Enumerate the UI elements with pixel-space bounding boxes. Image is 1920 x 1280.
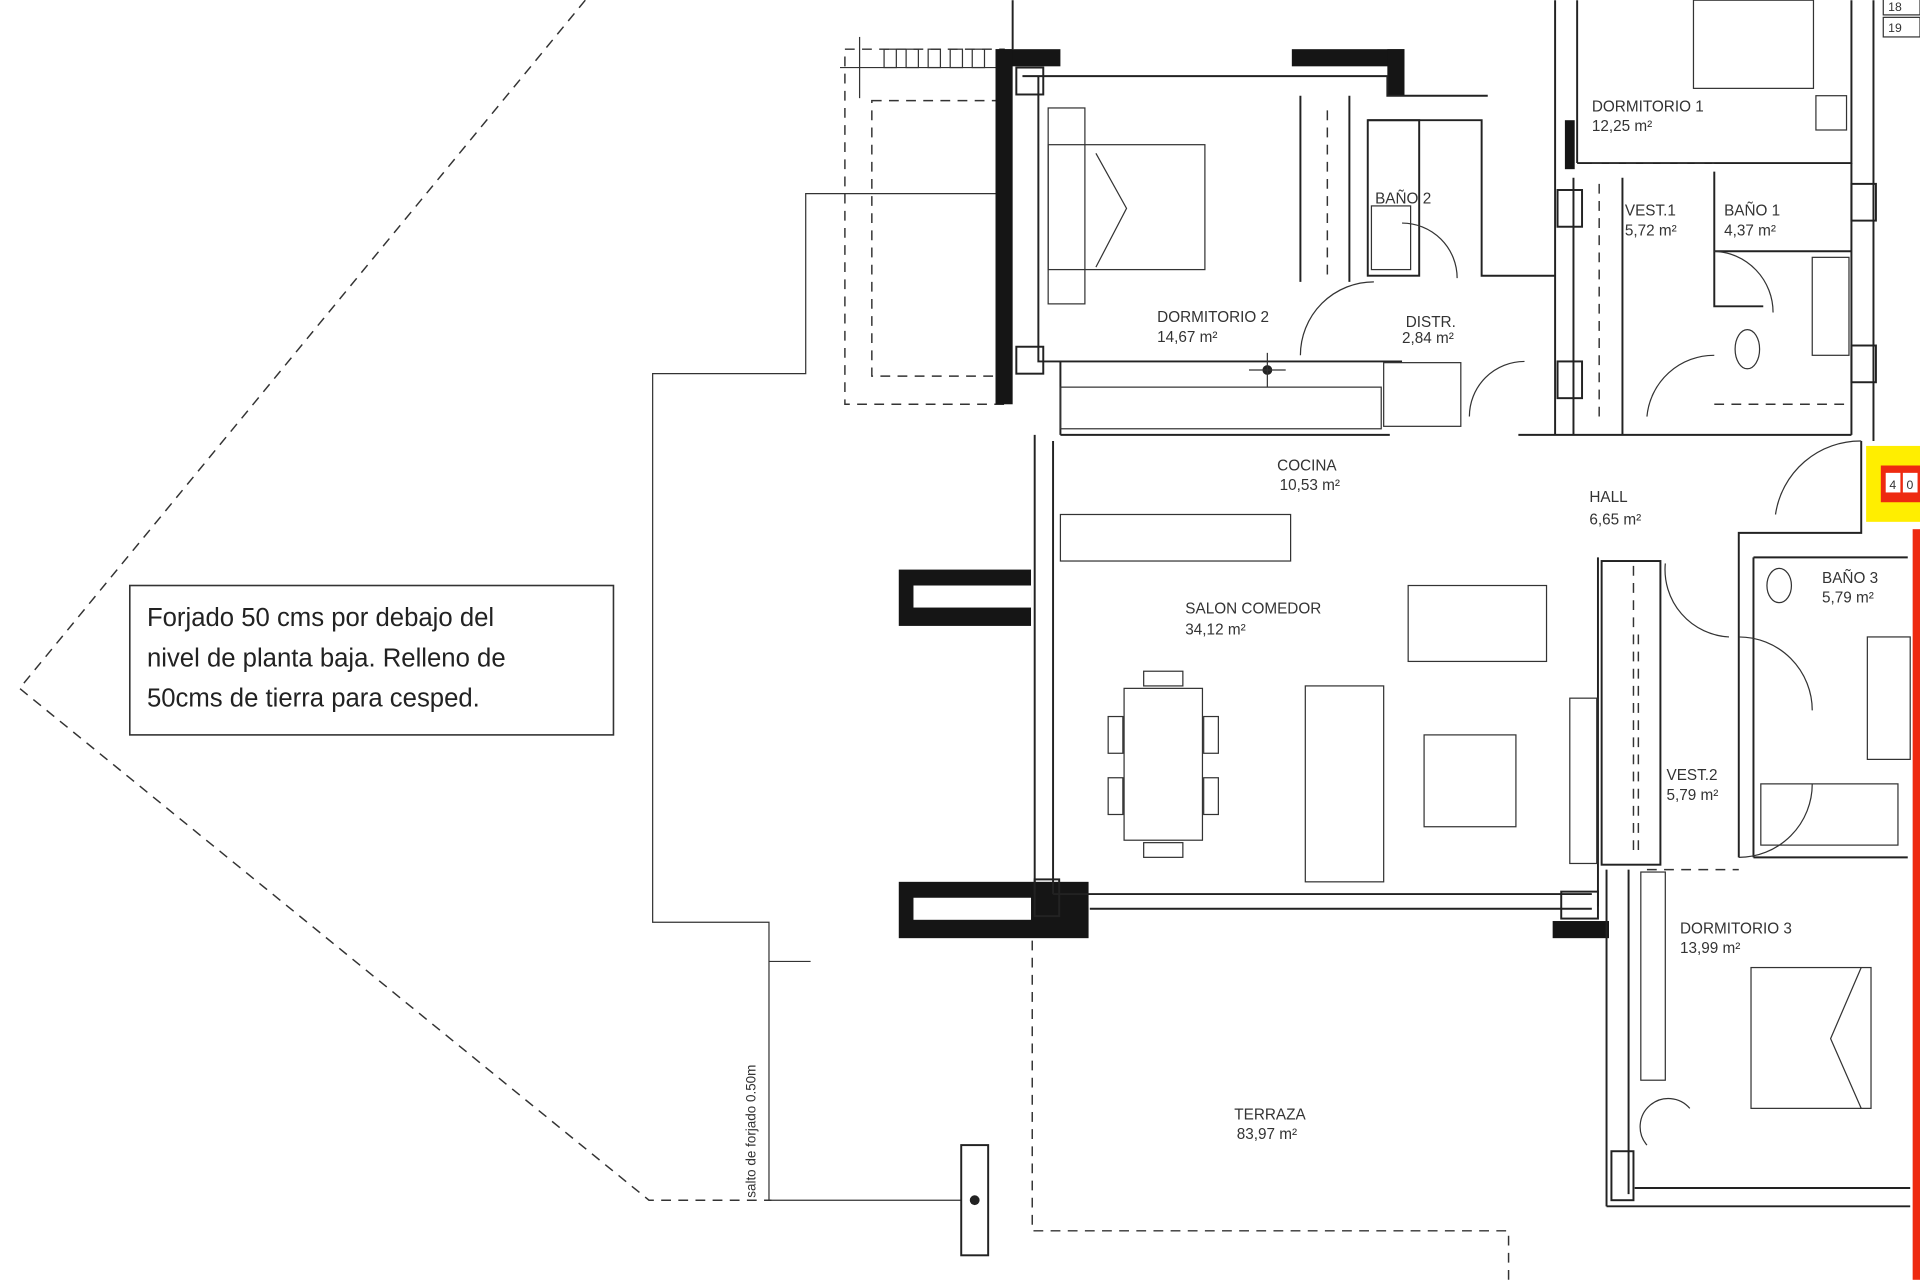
room-area: 34,12 m²	[1185, 621, 1245, 638]
level-change-label: salto de forjado 0.50m	[744, 1065, 759, 1198]
planter-outline	[844, 48, 1005, 406]
highlight-marker: 4 0	[1866, 445, 1920, 1280]
room-name: SALON COMEDOR	[1185, 601, 1321, 618]
room-name: BAÑO 1	[1724, 203, 1780, 220]
fence	[840, 36, 1005, 99]
interior-walls	[1022, 0, 1911, 1208]
room-area: 6,65 m²	[1589, 511, 1641, 528]
note-box: Forjado 50 cms por debajo del nivel de p…	[129, 584, 615, 736]
door-swings	[1299, 222, 1862, 858]
note-line: Forjado 50 cms por debajo del	[147, 604, 494, 632]
marker-digit: 0	[1907, 478, 1914, 492]
room-name: DISTR.	[1406, 314, 1456, 331]
room-area: 2,84 m²	[1402, 330, 1454, 347]
room-name: DORMITORIO 1	[1592, 99, 1704, 116]
furniture	[1047, 0, 1911, 1146]
room-name: BAÑO 3	[1822, 570, 1878, 587]
marker-digit: 4	[1889, 478, 1896, 492]
exterior-walls	[898, 49, 1609, 939]
room-area: 14,67 m²	[1157, 329, 1217, 346]
stair-number: 18	[1888, 0, 1902, 14]
level-change-line	[652, 193, 998, 1201]
note-line: nivel de planta baja. Relleno de	[147, 644, 506, 672]
room-area: 5,79 m²	[1667, 787, 1719, 804]
room-area: 4,37 m²	[1724, 222, 1776, 239]
terrace-outline	[1031, 940, 1510, 1280]
columns	[960, 66, 1877, 1257]
stair-number: 19	[1888, 21, 1902, 35]
room-name: HALL	[1589, 489, 1627, 506]
room-labels: DORMITORIO 1 12,25 m² DORMITORIO 2 14,67…	[1157, 99, 1878, 1143]
room-area: 5,72 m²	[1625, 222, 1677, 239]
room-name: COCINA	[1277, 457, 1337, 474]
note-line: 50cms de tierra para cesped.	[147, 685, 480, 713]
stair-steps: 18 19	[1882, 0, 1920, 38]
room-area: 10,53 m²	[1280, 477, 1340, 494]
room-area: 13,99 m²	[1680, 940, 1740, 957]
room-name: TERRAZA	[1234, 1106, 1306, 1123]
boundary-red-line	[1912, 529, 1920, 1280]
room-area: 12,25 m²	[1592, 118, 1652, 135]
room-name: DORMITORIO 2	[1157, 309, 1269, 326]
room-name: DORMITORIO 3	[1680, 920, 1792, 937]
room-area: 5,79 m²	[1822, 590, 1874, 607]
room-name: VEST.2	[1667, 767, 1718, 784]
room-name: VEST.1	[1625, 203, 1676, 220]
room-area: 83,97 m²	[1237, 1126, 1297, 1143]
room-name: BAÑO 2	[1375, 190, 1431, 207]
